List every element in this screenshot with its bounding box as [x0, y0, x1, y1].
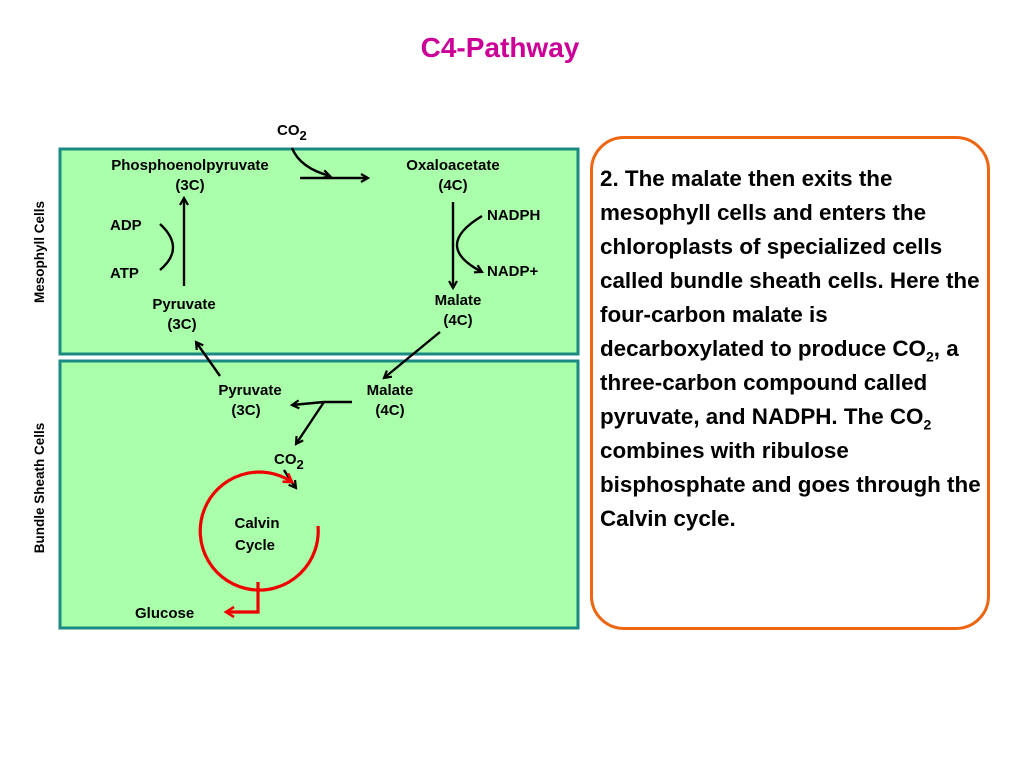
nadph-label: NADPH: [487, 207, 540, 224]
co2-input-label: CO2: [277, 122, 307, 143]
malate-to-co2-arrow: [296, 401, 325, 444]
bundle-sheath-panel: [58, 359, 580, 630]
oxaloacetate-label: Oxaloacetate: [406, 157, 499, 174]
co2-input-subscript: 2: [300, 128, 307, 143]
calvin-cycle-loop: [198, 470, 320, 592]
nadph-nadp-curve: [455, 214, 482, 272]
pyruvate-to-mesophyll-arrow: [196, 342, 221, 377]
pep-carbon-label: (3C): [175, 177, 204, 194]
glucose-label: Glucose: [135, 605, 194, 622]
malate-to-bundle-arrow: [384, 331, 441, 378]
mesophyll-pyruvate-label: Pyruvate: [152, 296, 215, 313]
malate-to-pyruvate-arrow: [292, 402, 325, 405]
explanation-part-2: , a three-carbon compound called pyruvat…: [600, 336, 959, 429]
co2-released-label: CO2: [274, 451, 304, 472]
bundle-malate-carbon-label: (4C): [375, 402, 404, 419]
nadp-label: NADP+: [487, 263, 539, 280]
explanation-part-1: 2. The malate then exits the mesophyll c…: [600, 166, 980, 361]
co2-input-text: CO: [277, 122, 300, 139]
mesophyll-panel: [58, 147, 580, 356]
mesophyll-region-label: Mesophyll Cells: [32, 201, 47, 303]
oxaloacetate-carbon-label: (4C): [438, 177, 467, 194]
calvin-label-line1: Calvin: [234, 515, 279, 532]
explanation-box: [590, 136, 990, 630]
calvin-label-line2: Cycle: [235, 537, 275, 554]
co2-subscript-1: 2: [925, 348, 934, 365]
explanation-part-3: combines with ribulose bisphosphate and …: [600, 438, 981, 531]
slide-title: C4-Pathway: [420, 32, 580, 63]
co2-released-text: CO: [274, 451, 297, 468]
co2-subscript-2: 2: [923, 416, 932, 433]
mesophyll-pyruvate-carbon-label: (3C): [167, 316, 196, 333]
glucose-output-arrow: [226, 582, 260, 612]
co2-released-subscript: 2: [297, 457, 304, 472]
mesophyll-malate-carbon-label: (4C): [443, 312, 472, 329]
pep-label: Phosphoenolpyruvate: [111, 157, 269, 174]
mesophyll-malate-label: Malate: [435, 292, 482, 309]
adp-label: ADP: [110, 217, 142, 234]
bundle-pyruvate-label: Pyruvate: [218, 382, 281, 399]
atp-label: ATP: [110, 265, 139, 282]
bundle-sheath-region-label: Bundle Sheath Cells: [32, 423, 47, 554]
co2-to-oxaloacetate-arrow: [290, 147, 330, 176]
atp-adp-curve: [159, 223, 175, 271]
bundle-pyruvate-carbon-label: (3C): [231, 402, 260, 419]
bundle-malate-label: Malate: [367, 382, 414, 399]
explanation-text: 2. The malate then exits the mesophyll c…: [600, 162, 985, 536]
